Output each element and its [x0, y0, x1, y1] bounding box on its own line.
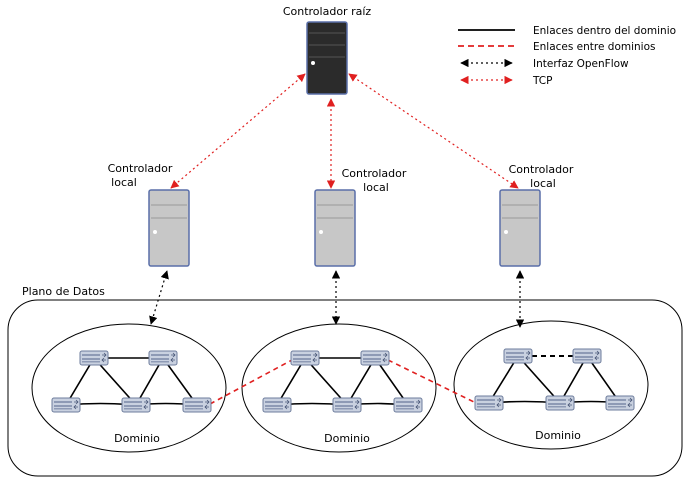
switch-icon	[262, 397, 292, 413]
switch-icon	[360, 350, 390, 366]
local-server-icon-3	[499, 189, 541, 267]
local-server-icon-1	[148, 189, 190, 267]
domain-label-1: Dominio	[114, 432, 160, 445]
local-controller-label-3b: local	[530, 177, 556, 190]
switch-icon	[393, 397, 423, 413]
domain-label-2: Dominio	[324, 432, 370, 445]
switch-icon	[51, 397, 81, 413]
legend: Enlaces dentro del dominio Enlaces entre…	[458, 25, 676, 87]
switch-icon	[121, 397, 151, 413]
legend-label-3: Interfaz OpenFlow	[533, 58, 629, 70]
switch-icon	[474, 395, 504, 411]
local-controller-label-1: Controlador	[108, 162, 173, 175]
legend-label-1: Enlaces dentro del dominio	[533, 25, 676, 37]
switch-icon	[545, 395, 575, 411]
data-plane-box	[7, 299, 683, 477]
tcp-links	[170, 73, 519, 189]
local-controller-label-2: Controlador	[342, 167, 407, 180]
switch-icon	[605, 395, 635, 411]
domain-ellipse-1	[31, 323, 227, 453]
switch-icon	[79, 350, 109, 366]
switch-icon	[503, 348, 533, 364]
switch-icon	[290, 350, 320, 366]
root-server-icon	[306, 21, 348, 95]
legend-label-4: TCP	[532, 75, 552, 87]
legend-label-2: Enlaces entre dominios	[533, 41, 656, 53]
inter-domain-links	[209, 359, 477, 405]
local-controller-label-3: Controlador	[509, 163, 574, 176]
openflow-links	[149, 270, 525, 328]
local-controller-label-2b: local	[363, 181, 389, 194]
root-controller-label: Controlador raíz	[283, 5, 372, 18]
data-plane-label: Plano de Datos	[22, 285, 105, 298]
domain-ellipse-3	[453, 320, 649, 450]
switch-icon	[332, 397, 362, 413]
switch-icon	[572, 348, 602, 364]
switch-icon	[148, 350, 178, 366]
domain-label-3: Dominio	[535, 429, 581, 442]
local-server-icon-2	[314, 189, 356, 267]
switch-icon	[182, 397, 212, 413]
local-controller-label-1b: local	[111, 176, 137, 189]
